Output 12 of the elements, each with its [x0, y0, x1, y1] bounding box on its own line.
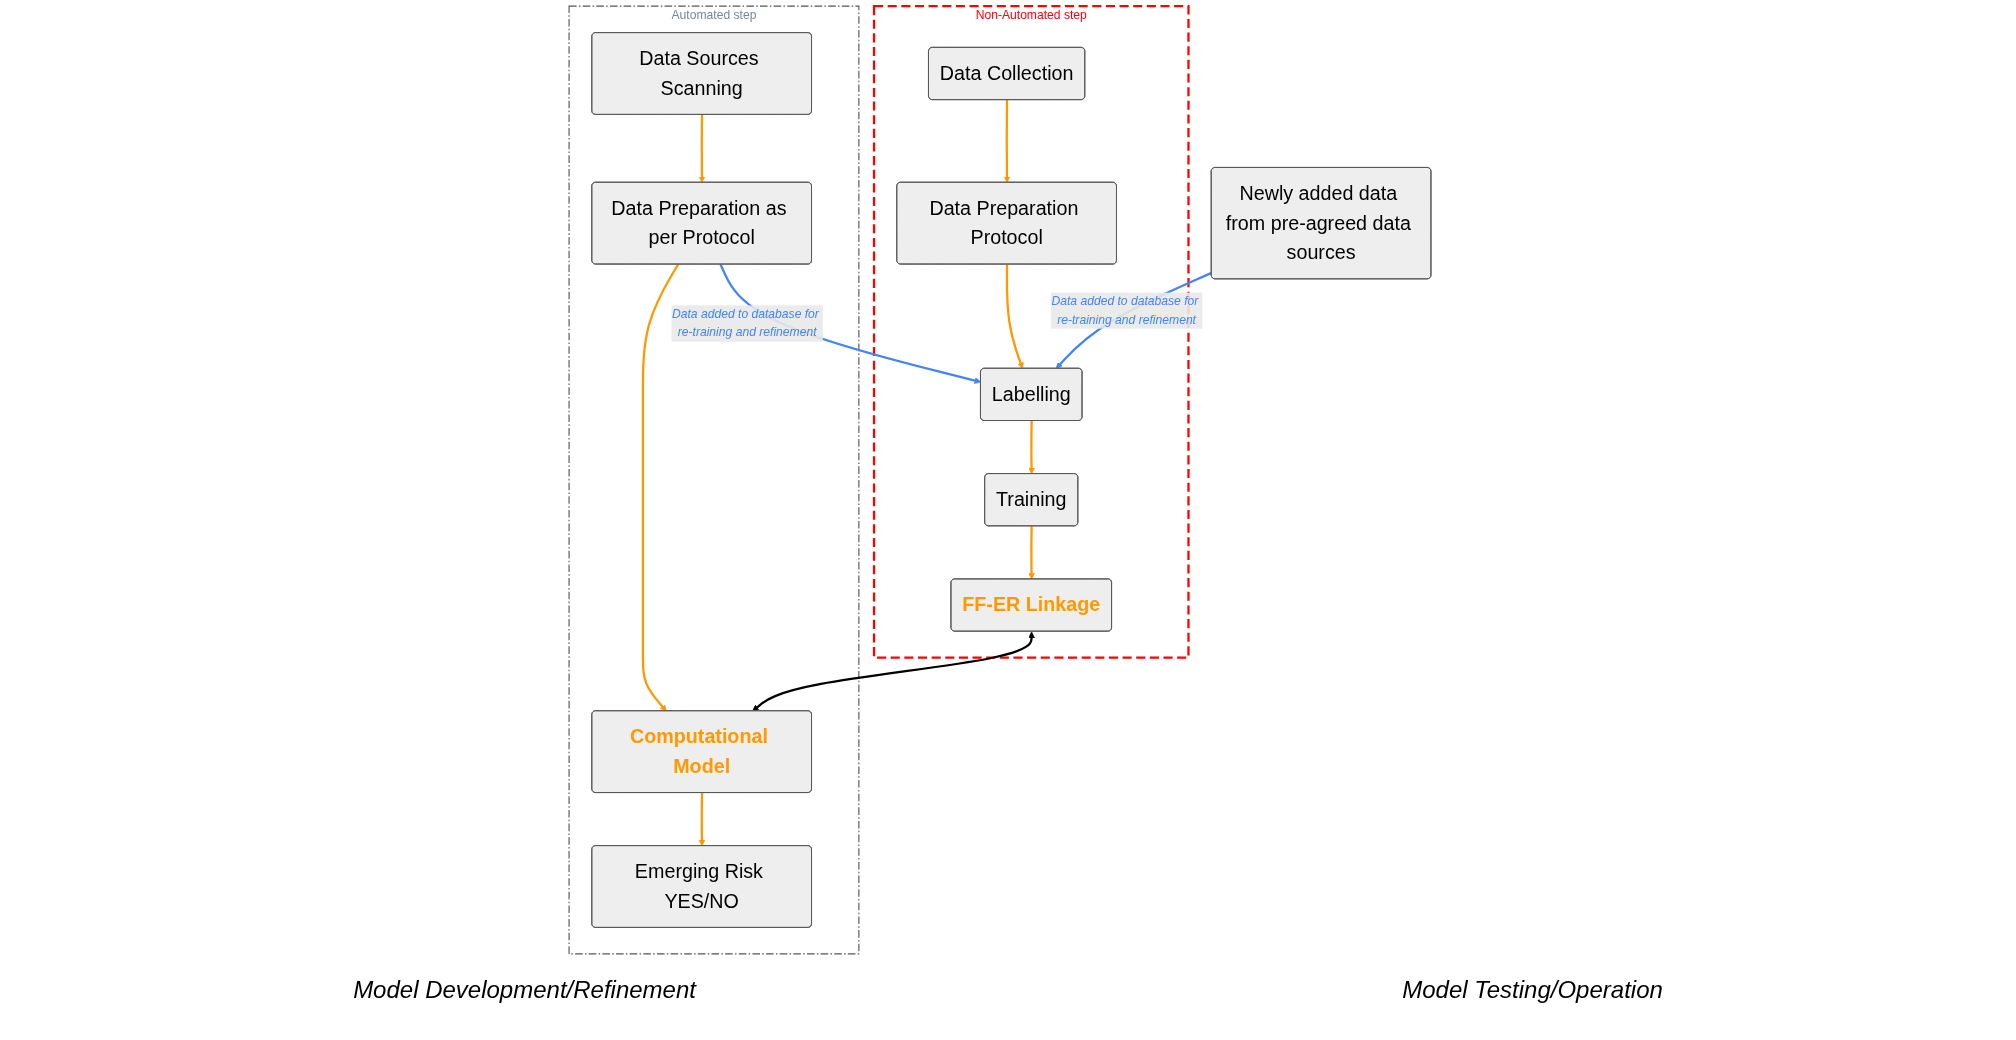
arrow	[752, 631, 1035, 712]
arrow	[698, 114, 706, 183]
arrow	[1003, 100, 1011, 183]
caption-text: Model Development/Refinement	[353, 976, 696, 1004]
edge-label: Data added to database for re-training and refinement	[1051, 294, 1199, 326]
arrow	[1005, 264, 1024, 369]
edge-label: Data added to database for re-training and refinement	[671, 307, 819, 339]
arrow	[1028, 420, 1035, 475]
caption-text: Model Testing/Operation	[1402, 976, 1663, 1004]
arrow	[641, 263, 680, 712]
arrow	[698, 792, 706, 847]
arrow	[1028, 526, 1035, 580]
